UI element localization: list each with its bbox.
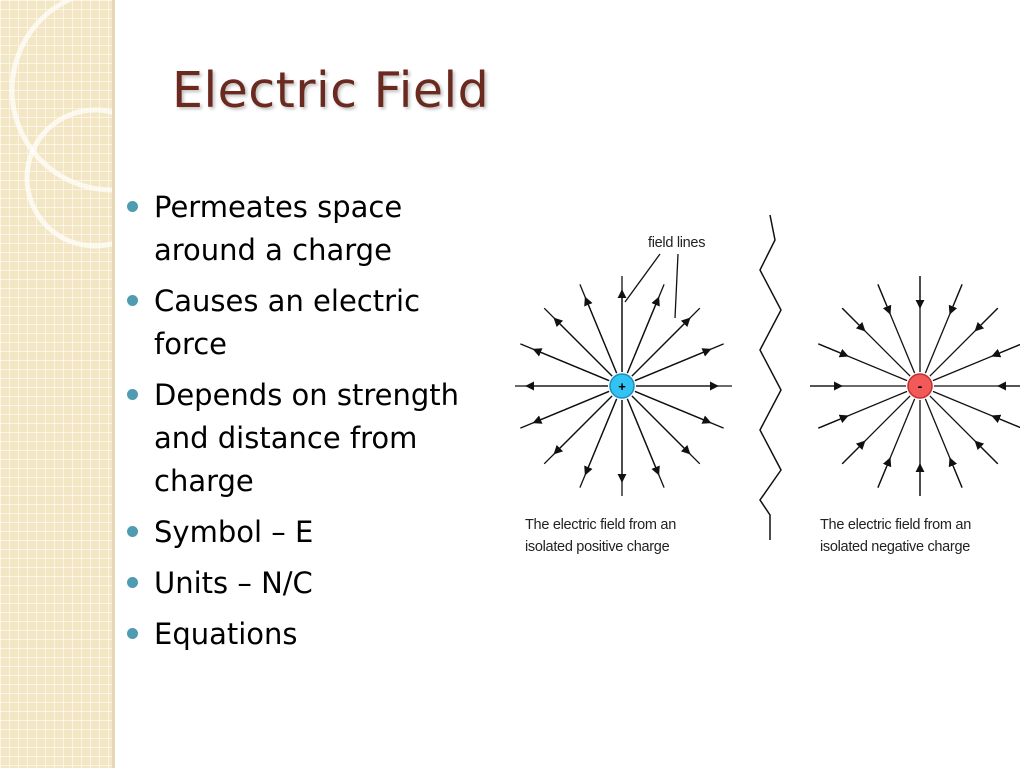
electric-field-diagram: field lines + - The electric field from … [515, 214, 1020, 555]
arrow-icon [626, 296, 660, 374]
arrow-icon [991, 414, 1020, 429]
arrow-icon [841, 307, 866, 332]
bullet-icon [127, 389, 138, 400]
bullet-icon [127, 295, 138, 306]
positive-charge [609, 373, 635, 399]
negative-charge [907, 373, 933, 399]
arrow-icon [532, 390, 610, 424]
decorative-sidebar [0, 0, 115, 768]
zigzag-divider [759, 214, 782, 540]
bullet-list: Permeates space around a charge Causes a… [122, 186, 502, 664]
arrow-icon [553, 395, 613, 455]
bullet-icon [127, 577, 138, 588]
arrow-icon [974, 307, 999, 332]
bullet-icon [127, 526, 138, 537]
positive-field-lines [515, 276, 732, 496]
bullet-item: Causes an electric force [122, 280, 502, 366]
arrow-icon [584, 398, 618, 476]
arrow-icon [818, 343, 849, 358]
field-lines-leader [624, 253, 661, 303]
bullet-item: Permeates space around a charge [122, 186, 502, 272]
arrow-icon [634, 390, 712, 424]
arrow-icon [974, 440, 999, 465]
arrow-icon [634, 348, 712, 382]
negative-caption-line2: isolated negative charge [820, 539, 970, 555]
arrow-icon [631, 317, 691, 377]
bullet-item: Units – N/C [122, 562, 502, 605]
arrow-icon [626, 398, 660, 476]
arrow-icon [948, 284, 963, 315]
arrow-icon [877, 457, 892, 488]
arrow-icon [948, 457, 963, 488]
arrow-icon [631, 395, 691, 455]
arrow-icon [877, 284, 892, 315]
bullet-item: Symbol – E [122, 511, 502, 554]
bullet-icon [127, 201, 138, 212]
arrow-icon [818, 414, 849, 429]
arrow-icon [841, 440, 866, 465]
arrow-icon [553, 317, 613, 377]
arrow-icon [991, 343, 1020, 358]
bullet-item: Equations [122, 613, 502, 656]
arrow-icon [532, 348, 610, 382]
bullet-item: Depends on strength and distance from ch… [122, 374, 502, 503]
negative-sign: - [918, 378, 923, 394]
negative-field-lines [810, 276, 1020, 496]
sidebar-rings [9, 0, 112, 249]
positive-caption-line2: isolated positive charge [525, 539, 670, 555]
field-lines-label: field lines [648, 235, 705, 251]
field-lines-leader [674, 253, 679, 319]
arrow-icon [584, 296, 618, 374]
positive-caption-line1: The electric field from an [525, 517, 676, 533]
positive-sign: + [618, 379, 626, 394]
slide-title: Electric Field [172, 62, 490, 119]
negative-caption-line1: The electric field from an [820, 517, 971, 533]
bullet-icon [127, 628, 138, 639]
